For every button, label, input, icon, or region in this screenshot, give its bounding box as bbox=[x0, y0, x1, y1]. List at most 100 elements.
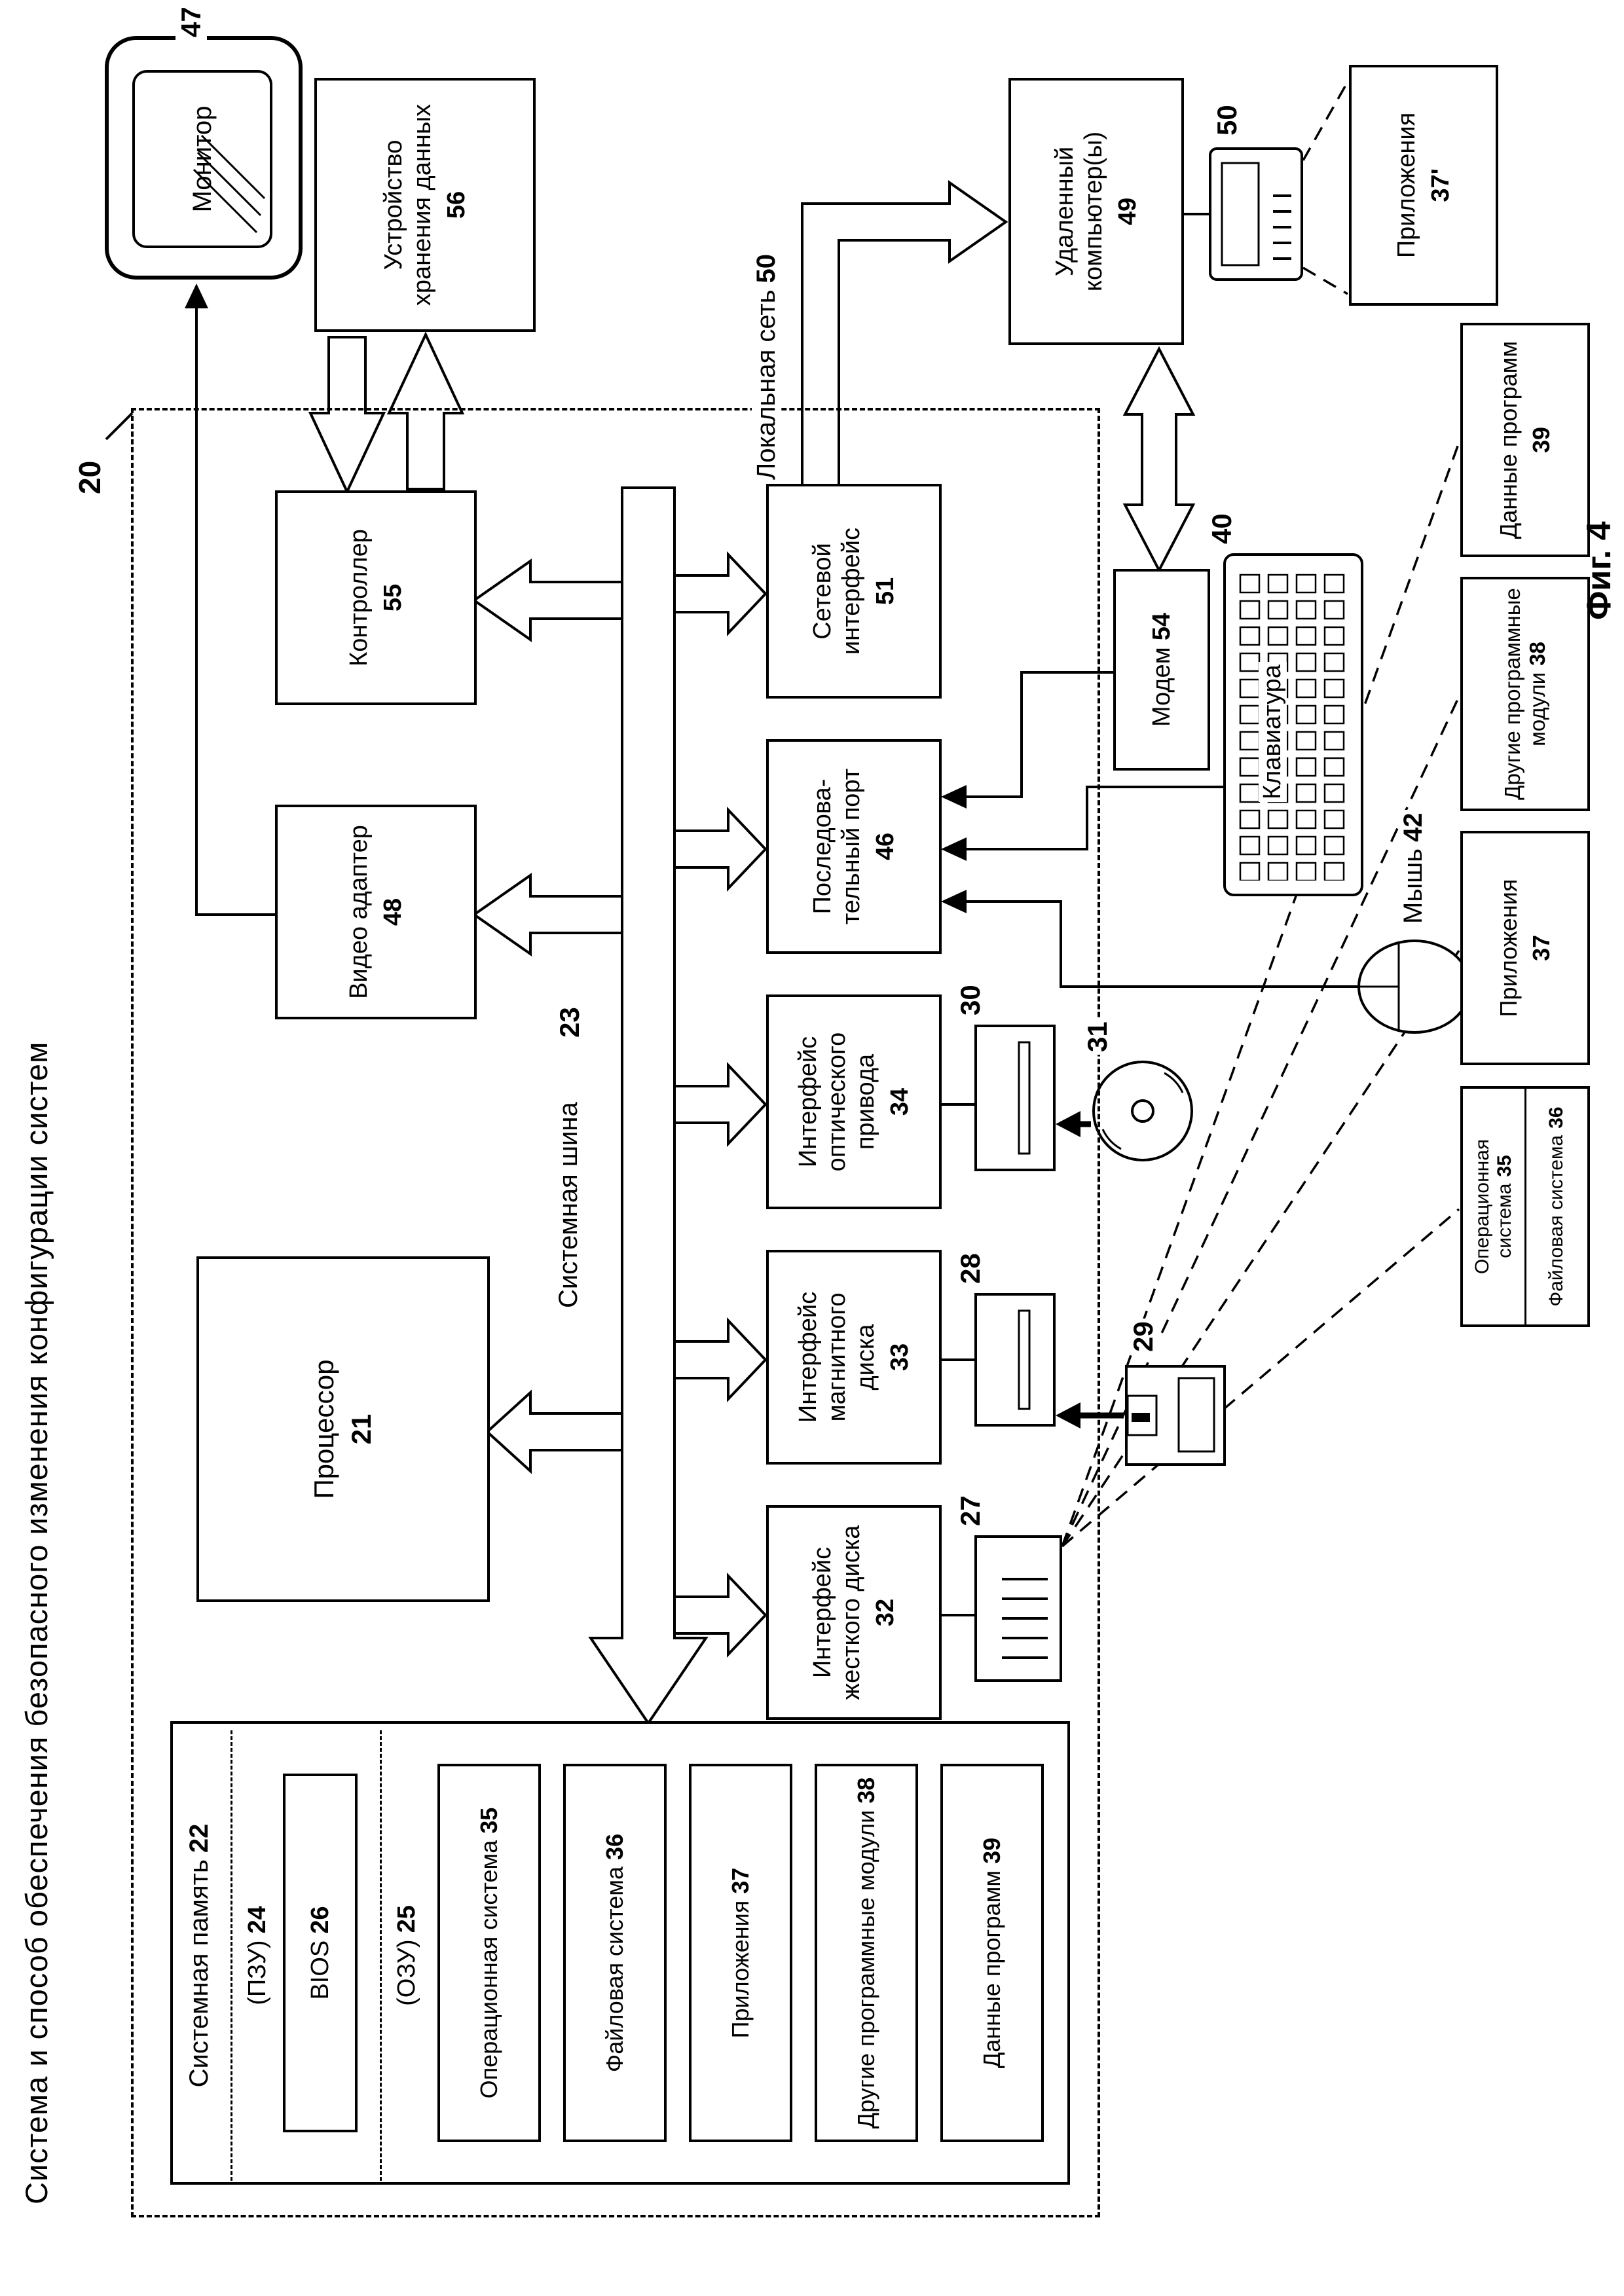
remote-pc-icon bbox=[1209, 147, 1303, 281]
page-title: Система и способ обеспечения безопасного… bbox=[19, 1041, 54, 2204]
mouse-text: Мышь bbox=[1399, 848, 1428, 924]
bus-arrow-to-optical-interface bbox=[673, 1061, 767, 1148]
floppy-icon bbox=[1056, 1365, 1226, 1466]
bios-number: 26 bbox=[306, 1906, 334, 1934]
modem-number: 54 bbox=[1147, 612, 1175, 641]
monitor-text: Монитор bbox=[187, 105, 217, 213]
bottom-apps-number: 37 bbox=[1528, 934, 1555, 962]
hdd-icon bbox=[974, 1535, 1062, 1682]
bottom-os-cell: Операционная система35 bbox=[1463, 1089, 1526, 1324]
memory-os-text: Операционная система bbox=[475, 1840, 503, 2099]
monitor-number: 47 bbox=[175, 4, 207, 40]
storage-device-number: 56 bbox=[443, 191, 471, 219]
keyboard-to-serial-line bbox=[948, 786, 1225, 850]
monitor-arrowhead bbox=[185, 283, 208, 308]
bus-arrow-to-network-interface bbox=[673, 551, 767, 637]
mouse-label: Мышь 42 bbox=[1399, 810, 1428, 926]
system-bus-number: 23 bbox=[554, 1004, 585, 1040]
remote-apps-dashed-wedge bbox=[1302, 81, 1349, 295]
keyboard-icon bbox=[1223, 553, 1363, 896]
system-memory-text: Системная память bbox=[185, 1859, 213, 2088]
cd-icon bbox=[1056, 1061, 1193, 1161]
hdd-number: 27 bbox=[955, 1493, 986, 1529]
system-memory-number: 22 bbox=[185, 1823, 213, 1853]
remote-apps-number: 37' bbox=[1427, 168, 1454, 202]
bottom-modules-box: Другие программные модули38 bbox=[1460, 577, 1590, 811]
remote-pc-number: 50 bbox=[1211, 102, 1243, 138]
bios-text: BIOS bbox=[306, 1940, 334, 2000]
bottom-apps-text: Приложения bbox=[1495, 879, 1522, 1017]
video-adapter-to-monitor-line bbox=[195, 287, 275, 916]
hdd-interface-text: Интерфейс жесткого диска bbox=[808, 1525, 865, 1700]
mouse-to-serial-line bbox=[948, 900, 1359, 988]
system-memory-label: Системная память 22 bbox=[185, 1740, 214, 2172]
keyboard-serial-arrowhead bbox=[941, 837, 967, 861]
video-adapter-number: 48 bbox=[379, 898, 407, 926]
memory-modules-box: Другие программные модули38 bbox=[815, 1764, 918, 2142]
memory-modules-number: 38 bbox=[853, 1777, 880, 1804]
lan-label: Локальная сеть50 bbox=[752, 251, 781, 483]
rom-label: (ПЗУ) 24 bbox=[244, 1740, 272, 2172]
memory-apps-number: 37 bbox=[727, 1867, 754, 1894]
label-20-tick bbox=[105, 412, 134, 441]
memory-fs-number: 36 bbox=[601, 1833, 629, 1860]
bus-arrow-to-processor bbox=[485, 1389, 623, 1474]
processor-number: 21 bbox=[346, 1413, 377, 1445]
storage-to-controller-arrow bbox=[308, 336, 386, 495]
bus-arrow-to-hdd-interface bbox=[673, 1572, 767, 1658]
bios-box: BIOS 26 bbox=[283, 1774, 358, 2132]
bottom-fs-cell: Файловая система36 bbox=[1526, 1089, 1588, 1324]
controller-text: Контроллер bbox=[344, 529, 373, 666]
network-interface-text: Сетевой интерфейс bbox=[808, 527, 865, 655]
mouse-serial-arrowhead bbox=[941, 890, 967, 913]
modem-text: Модем bbox=[1147, 647, 1175, 727]
bottom-modules-number: 38 bbox=[1525, 642, 1549, 666]
ram-text: (ОЗУ) bbox=[393, 1939, 420, 2006]
optical-interface-number: 34 bbox=[886, 1087, 914, 1116]
os-fs-combo-box: Операционная система35 Файловая система3… bbox=[1460, 1086, 1590, 1327]
bottom-progdata-number: 39 bbox=[1528, 426, 1555, 454]
ram-number: 25 bbox=[393, 1905, 420, 1933]
magnetic-interface-text: Интерфейс магнитного диска bbox=[794, 1291, 879, 1423]
ram-label: (ОЗУ) 25 bbox=[393, 1740, 421, 2172]
memory-fs-text: Файловая система bbox=[601, 1866, 629, 2073]
video-adapter-text: Видео адаптер bbox=[344, 825, 373, 999]
bottom-fs-text: Файловая система bbox=[1545, 1135, 1568, 1307]
remote-computer-number: 49 bbox=[1114, 197, 1142, 226]
serial-port-number: 46 bbox=[872, 832, 900, 861]
bus-arrow-to-video-adapter bbox=[471, 873, 623, 957]
memory-apps-box: Приложения37 bbox=[689, 1764, 792, 2142]
modem-box: Модем 54 bbox=[1113, 569, 1210, 771]
floppy-number: 29 bbox=[1128, 1319, 1159, 1355]
figure-number-label: Фиг. 4 bbox=[1580, 521, 1618, 620]
lan-number: 50 bbox=[752, 254, 781, 283]
network-interface-number: 51 bbox=[872, 577, 900, 606]
optical-drive-number: 30 bbox=[955, 982, 986, 1018]
modem-serial-arrowhead bbox=[941, 785, 967, 809]
remote-computer-box: Удаленный компьютер(ы)49 bbox=[1008, 78, 1184, 345]
bottom-os-number: 35 bbox=[1493, 1155, 1515, 1177]
modem-to-serial-line bbox=[948, 671, 1113, 798]
memory-divider-2 bbox=[380, 1730, 382, 2181]
storage-device-text: Устройство хранения данных bbox=[379, 103, 436, 306]
rom-number: 24 bbox=[244, 1906, 271, 1934]
rom-text: (ПЗУ) bbox=[244, 1940, 271, 2005]
processor-text: Процессор bbox=[308, 1359, 340, 1499]
memory-divider-1 bbox=[231, 1730, 232, 2181]
magnetic-drive-icon bbox=[974, 1293, 1056, 1427]
bottom-modules-text: Другие программные модули bbox=[1500, 588, 1549, 800]
bus-arrow-to-serial-port bbox=[673, 806, 767, 892]
optical-interface-text: Интерфейс оптического привода bbox=[794, 1032, 879, 1172]
mouse-number: 42 bbox=[1399, 812, 1428, 843]
lan-arrow bbox=[801, 180, 1008, 487]
